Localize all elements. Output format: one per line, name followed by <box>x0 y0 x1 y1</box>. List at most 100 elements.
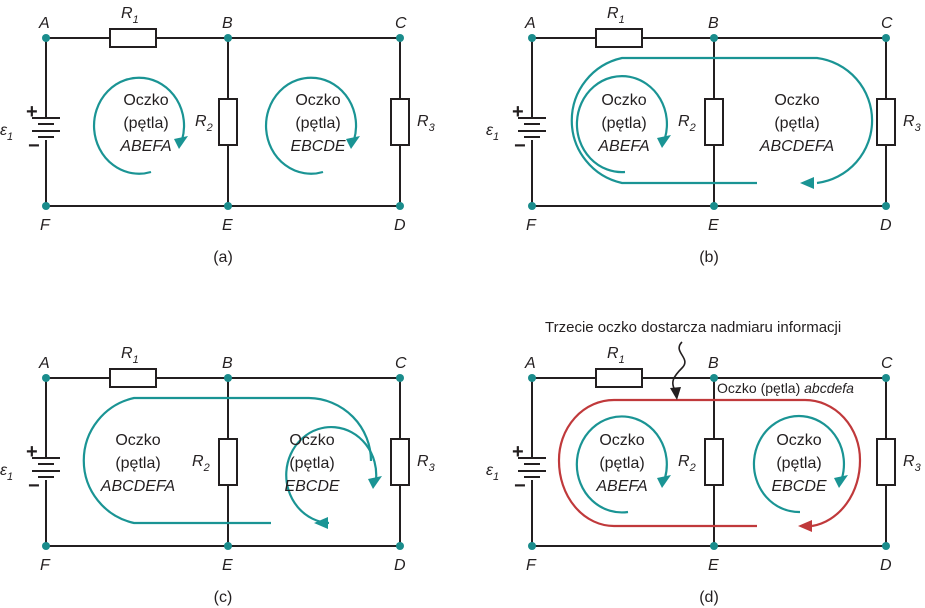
node-a-label: A <box>524 15 536 32</box>
r2-label: R2 <box>678 453 696 474</box>
node-f-label: F <box>526 217 537 234</box>
loop-name-abcdefa: ABCDEFA <box>759 138 834 155</box>
minus-sign: − <box>514 475 526 497</box>
emf-label: ε1 <box>0 462 13 483</box>
r3-label: R3 <box>903 453 922 474</box>
loop-name-ebcde: EBCDE <box>771 478 826 495</box>
caption-b: (b) <box>699 249 719 266</box>
loop-word: Oczko <box>601 92 646 109</box>
loop-arrow-abefa <box>575 75 668 174</box>
caption-d: (d) <box>699 589 719 606</box>
loop-word2: (pętla) <box>776 455 821 472</box>
node-e-label: E <box>708 217 719 234</box>
r1-label: R1 <box>121 345 139 366</box>
annotation-pointer <box>672 341 686 391</box>
minus-sign: − <box>28 475 40 497</box>
r3-label: R3 <box>417 453 436 474</box>
loop-arrowhead-icon <box>800 177 814 189</box>
loop-word2: (pętla) <box>123 115 168 132</box>
loop-word: Oczko <box>289 432 334 449</box>
loop-arrow-ebcde <box>264 76 358 175</box>
node-e-label: E <box>222 217 233 234</box>
loop-arrowhead-icon <box>368 476 382 489</box>
loop-name-ebcde: EBCDE <box>284 478 339 495</box>
node-d-label: D <box>394 217 406 234</box>
node-b-label: B <box>222 355 233 372</box>
node-b-label: B <box>708 355 719 372</box>
emf-label: ε1 <box>486 462 499 483</box>
minus-sign: − <box>514 135 526 157</box>
outer-loop-label: Oczko (pętla) abcdefa <box>717 380 854 396</box>
loop-arrow-ebcde <box>285 425 378 525</box>
loop-word2: (pętla) <box>289 455 334 472</box>
node-c-label: C <box>881 15 893 32</box>
loop-arrowhead-icon <box>798 520 812 532</box>
node-a-label: A <box>38 15 50 32</box>
node-d-label: D <box>880 557 892 574</box>
loop-arrow-ebcde <box>752 414 845 514</box>
node-c-label: C <box>395 15 407 32</box>
node-a-label: A <box>524 355 536 372</box>
loop-name-abcdefa: ABCDEFA <box>100 478 175 495</box>
node-b-label: B <box>222 15 233 32</box>
node-f-label: F <box>40 217 51 234</box>
r1-label: R1 <box>121 5 139 26</box>
node-e-label: E <box>708 557 719 574</box>
r3-label: R3 <box>417 113 436 134</box>
caption-a: (a) <box>213 249 233 266</box>
minus-sign: − <box>28 135 40 157</box>
node-d-label: D <box>394 557 406 574</box>
loop-word2: (pętla) <box>601 115 646 132</box>
loop-arrowhead-icon <box>174 136 188 149</box>
loop-word: Oczko <box>776 432 821 449</box>
circuit <box>517 368 896 551</box>
loop-word2: (pętla) <box>295 115 340 132</box>
loop-word: Oczko <box>599 432 644 449</box>
node-e-label: E <box>222 557 233 574</box>
node-f-label: F <box>526 557 537 574</box>
loop-arrow-abefa <box>575 415 668 514</box>
loop-arrow-abcdefa <box>570 56 874 185</box>
loop-name-ebcde: EBCDE <box>290 138 345 155</box>
loop-name-abefa: ABEFA <box>597 138 649 155</box>
loop-arrowhead-icon <box>657 475 671 488</box>
circuit <box>31 28 410 211</box>
loop-word: Oczko <box>115 432 160 449</box>
annotation-arrowhead-icon <box>670 387 681 400</box>
loop-word: Oczko <box>123 92 168 109</box>
loop-word: Oczko <box>774 92 819 109</box>
panel-a: A B C F E D R1 R2 R3 ε1 + − Oczko (pętla… <box>0 5 436 266</box>
plus-sign: + <box>512 101 524 123</box>
emf-label: ε1 <box>486 122 499 143</box>
r2-label: R2 <box>678 113 696 134</box>
panel-d: A B C F E D R1 R2 R3 ε1 + − Oczko (pętla… <box>486 319 922 606</box>
node-f-label: F <box>40 557 51 574</box>
loop-arrow-abefa <box>92 76 186 175</box>
plus-sign: + <box>512 441 524 463</box>
loop-arrowhead-icon <box>314 517 328 529</box>
node-d-label: D <box>880 217 892 234</box>
emf-label: ε1 <box>0 122 13 143</box>
r2-label: R2 <box>192 453 210 474</box>
loop-word2: (pętla) <box>599 455 644 472</box>
panel-b: A B C F E D R1 R2 R3 ε1 + − Oczko (pętla… <box>486 5 922 266</box>
node-c-label: C <box>881 355 893 372</box>
loop-arrow-abcdefa <box>82 396 373 525</box>
node-c-label: C <box>395 355 407 372</box>
loop-arrowhead-icon <box>657 135 671 148</box>
r2-label: R2 <box>195 113 213 134</box>
caption-c: (c) <box>214 589 233 606</box>
plus-sign: + <box>26 441 38 463</box>
loop-arrow-abcdefa <box>557 398 862 528</box>
loop-word2: (pętla) <box>774 115 819 132</box>
annotation-text: Trzecie oczko dostarcza nadmiaru informa… <box>545 319 841 336</box>
loop-arrowhead-icon <box>834 475 848 488</box>
loop-name-abefa: ABEFA <box>119 138 171 155</box>
loop-arrowhead-icon <box>346 136 360 149</box>
r1-label: R1 <box>607 345 625 366</box>
node-a-label: A <box>38 355 50 372</box>
r1-label: R1 <box>607 5 625 26</box>
loop-name-abefa: ABEFA <box>595 478 647 495</box>
node-b-label: B <box>708 15 719 32</box>
